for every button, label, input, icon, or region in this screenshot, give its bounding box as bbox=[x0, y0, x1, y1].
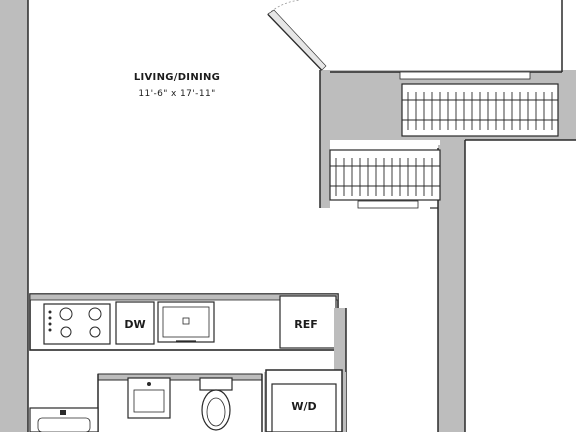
angled-wall-shading bbox=[267, 9, 327, 71]
toilet-seat bbox=[206, 397, 226, 427]
bath-wall-shading bbox=[334, 308, 346, 378]
faucet-icon bbox=[182, 317, 190, 325]
stove-burner-icon bbox=[59, 307, 73, 321]
door-swing-arc bbox=[267, 0, 301, 15]
refrigerator-label: REF bbox=[294, 318, 318, 331]
refrigerator bbox=[279, 295, 337, 349]
washer-dryer-label: W/D bbox=[291, 400, 316, 413]
right-structure-shading bbox=[320, 70, 576, 432]
bathroom-sink-basin bbox=[133, 389, 165, 413]
bathroom-top-wall bbox=[97, 373, 263, 381]
left-wall-shading bbox=[0, 0, 28, 432]
closet-rack-lower-hangers bbox=[335, 158, 433, 196]
closet-rack-lower bbox=[329, 149, 441, 201]
stove-burner-icon bbox=[89, 326, 101, 338]
wall-notch-mid bbox=[357, 200, 419, 209]
washer-dryer bbox=[271, 383, 337, 432]
kitchen-sink-basin bbox=[162, 306, 210, 338]
stove bbox=[43, 303, 111, 345]
room-name-living-dining: LIVING/DINING bbox=[134, 72, 220, 83]
kitchen-counter-top-edge bbox=[29, 293, 339, 301]
dishwasher-label: DW bbox=[124, 318, 145, 331]
stove-burner-icon bbox=[88, 307, 102, 321]
bathroom-faucet-icon bbox=[147, 382, 151, 386]
stove-burner-icon bbox=[60, 326, 72, 338]
toilet-tank bbox=[199, 377, 233, 391]
stove-knobs bbox=[48, 310, 52, 332]
dishwasher bbox=[115, 301, 155, 345]
secondary-sink-basin bbox=[37, 417, 91, 432]
wall-notch-top bbox=[399, 71, 531, 80]
room-dimensions-living-dining: 11'-6" x 17'-11" bbox=[138, 89, 215, 99]
toilet-bowl bbox=[201, 389, 231, 431]
closet-rack-upper-hangers bbox=[407, 92, 553, 130]
secondary-faucet-icon bbox=[60, 410, 66, 415]
